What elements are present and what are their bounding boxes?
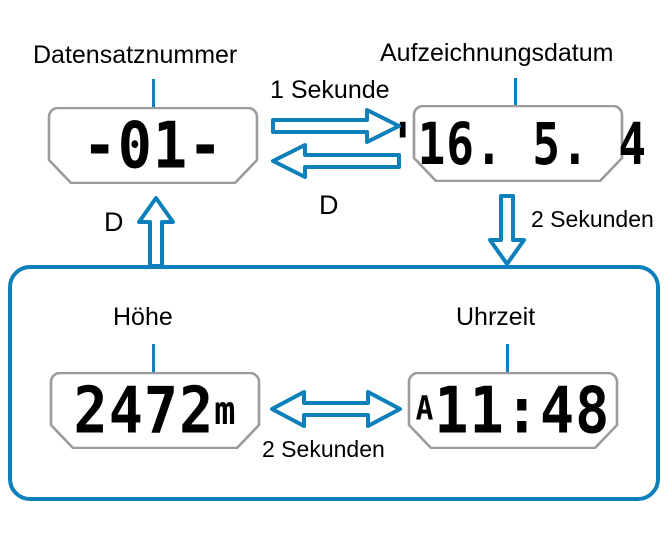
altitude-leader-line bbox=[152, 344, 155, 378]
time-leader-line bbox=[506, 344, 509, 378]
arrow-right-icon bbox=[271, 108, 401, 144]
arrow-up-icon bbox=[137, 196, 175, 268]
bottom-transition-delay-label: 2 Sekunden bbox=[262, 436, 385, 462]
altitude-label: Höhe bbox=[113, 303, 173, 331]
arrow-right-top bbox=[271, 108, 401, 144]
record-date-value: '16. 5. 4 bbox=[388, 109, 648, 178]
altitude-unit: m bbox=[214, 387, 237, 434]
lcd-frame-shape bbox=[412, 105, 624, 182]
record-date-leader-line bbox=[514, 78, 517, 112]
top-transition-delay-label: 1 Sekunde bbox=[270, 76, 390, 104]
record-date-display[interactable]: '16. 5. 4 bbox=[389, 105, 646, 182]
record-number-label: Datensatznummer bbox=[33, 41, 238, 69]
arrow-down bbox=[486, 194, 528, 266]
clock-ampm-indicator: A bbox=[415, 388, 435, 428]
down-transition-delay-label: 2 Sekunden bbox=[531, 206, 654, 232]
clock-time-value: 11:48 bbox=[434, 373, 611, 448]
arrow-up bbox=[135, 196, 177, 268]
arrow-left-top bbox=[271, 143, 401, 179]
arrow-bidirectional-bottom bbox=[268, 388, 404, 430]
up-transition-key-label: D bbox=[104, 207, 124, 237]
arrow-left-icon bbox=[271, 143, 401, 179]
top-return-key-label: D bbox=[319, 190, 339, 220]
arrow-down-icon bbox=[488, 194, 526, 266]
altitude-number: 2472 bbox=[73, 373, 215, 448]
time-label: Uhrzeit bbox=[456, 303, 536, 331]
record-number-leader-line bbox=[152, 79, 155, 113]
lcd-frame-shape bbox=[49, 372, 261, 449]
lcd-frame-shape bbox=[407, 372, 619, 449]
record-date-label: Aufzeichnungsdatum bbox=[380, 39, 614, 67]
measurement-group-box bbox=[8, 265, 660, 501]
record-number-value: -01- bbox=[82, 108, 224, 183]
lcd-frame-shape bbox=[47, 107, 259, 184]
arrow-left-right-icon bbox=[270, 390, 402, 428]
record-number-display[interactable]: -01- bbox=[44, 107, 262, 184]
